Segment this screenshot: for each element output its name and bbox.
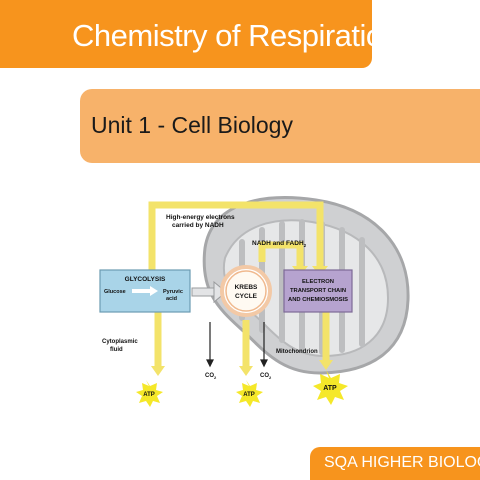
- electron-flow-arrows: [148, 201, 330, 368]
- high-energy-label-1: High-energy electrons: [166, 214, 235, 221]
- subtitle-banner: Unit 1 - Cell Biology: [80, 89, 480, 163]
- krebs-line-1: KREBS: [235, 284, 258, 291]
- atp-burst-2: ATP: [236, 380, 263, 407]
- atp-label-1: ATP: [143, 392, 155, 398]
- atp-label-2: ATP: [243, 392, 255, 398]
- high-energy-label-2: carried by NADH: [172, 222, 224, 229]
- etc-line-1: ELECTRON: [302, 279, 334, 285]
- etc-line-2: TRANSPORT CHAIN: [290, 288, 346, 294]
- co2-label-2: CO2: [260, 373, 272, 380]
- footer-label: SQA HIGHER BIOLOGY: [324, 454, 480, 471]
- acid-label: acid: [166, 296, 177, 302]
- glycolysis-box: GLYCOLYSIS Glucose Pyruvic acid: [99, 269, 191, 313]
- atp-label-3: ATP: [323, 385, 337, 392]
- title-banner: Chemistry of Respiration: [0, 0, 400, 68]
- glycolysis-title: GLYCOLYSIS: [125, 276, 166, 283]
- etc-box: ELECTRON TRANSPORT CHAIN AND CHEMIOSMOSI…: [283, 269, 353, 313]
- nadh-fadh-label: NADH and FADH2: [252, 240, 307, 248]
- krebs-line-2: CYCLE: [235, 293, 258, 300]
- page-title: Chemistry of Respiration: [72, 18, 400, 53]
- mitochondrion-label: Mitochondrion: [276, 349, 318, 355]
- etc-line-3: AND CHEMIOSMOSIS: [288, 297, 348, 303]
- co2-label-1: CO2: [205, 373, 217, 380]
- pyruvic-label: Pyruvic: [163, 289, 183, 295]
- krebs-cycle: KREBS CYCLE: [220, 265, 272, 317]
- atp-burst-1: ATP: [136, 380, 163, 407]
- cytoplasmic-label-1: Cytoplasmic: [102, 339, 138, 345]
- cytoplasmic-label-2: fluid: [110, 347, 123, 353]
- unit-subtitle: Unit 1 - Cell Biology: [91, 112, 293, 138]
- pyruvate-arrow: [191, 280, 227, 304]
- co2-arrows: [206, 322, 268, 368]
- atp-burst-3: ATP: [313, 370, 348, 405]
- footer-banner: SQA HIGHER BIOLOGY: [310, 447, 480, 480]
- glucose-label: Glucose: [104, 289, 126, 295]
